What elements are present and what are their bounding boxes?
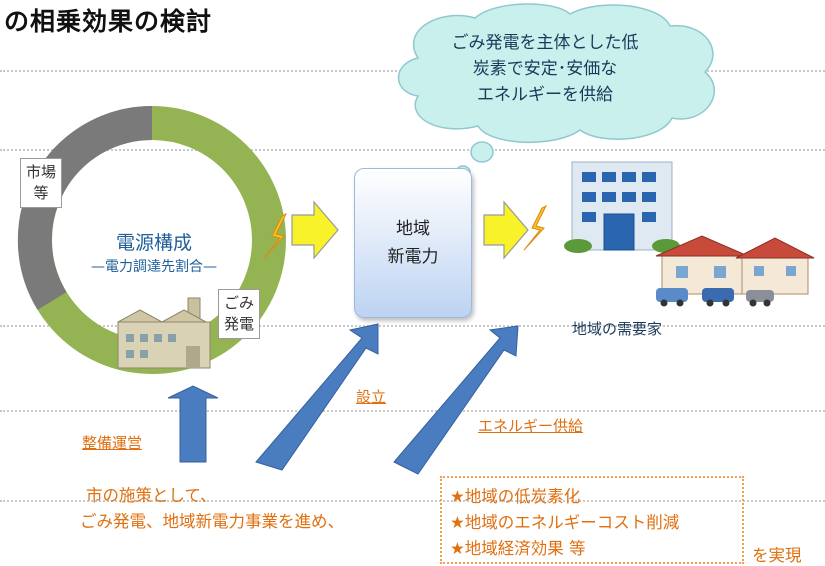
houses-icon [655,235,815,295]
blue-arrow-icon [393,325,519,475]
background-dotted-line [0,149,825,151]
blue-arrow-icon [255,323,379,471]
realize-text: を実現 [752,546,802,565]
operate-label: 整備運営 [82,434,143,452]
background-dotted-line [0,500,825,502]
energy-supply-label: エネルギー供給 [478,417,584,435]
background-dotted-line [0,410,825,412]
page-title: の相乗効果の検討 [4,7,213,36]
establish-label: 設立 [356,388,387,406]
cloud-message: ごみ発電を主体とした低 炭素で安定･安価な エネルギーを供給 [400,30,690,108]
effect-item: ★地域経済効果 等 [450,539,586,558]
lightning-bolt-icon [523,204,548,251]
market-label: 市場 等 [20,158,63,208]
power-mix-caption: 電源構成 —電力調達先割合— [52,229,256,277]
power-mix-subtitle: —電力調達先割合— [91,259,217,275]
background-dotted-line [0,325,825,327]
blue-arrow-icon [167,385,219,463]
effects-box: ★地域の低炭素化 ★地域のエネルギーコスト削減 ★地域経済効果 等 [440,476,744,564]
effect-item: ★地域の低炭素化 [450,487,581,506]
cloud-line: 炭素で安定･安価な [472,59,618,79]
city-policy-text: 市の施策として、 ごみ発電、地域新電力事業を進め、 [80,486,344,531]
waste-power-label: ごみ 発電 [218,289,261,339]
lightning-bolt-icon [263,212,288,259]
local-power-company-box: 地域 新電力 [354,168,472,318]
office-building-icon [564,161,680,253]
local-consumers-label: 地域の需要家 [572,320,663,338]
cloud-line: ごみ発電を主体とした低 [451,33,639,53]
effect-item: ★地域のエネルギーコスト削減 [450,513,680,532]
cloud-line: エネルギーを供給 [477,85,613,105]
cars-icon [656,288,774,307]
waste-power-plant-icon [117,297,211,369]
yellow-arrow-icon [483,200,529,260]
yellow-arrow-icon [291,200,339,260]
power-mix-title: 電源構成 [115,232,192,254]
